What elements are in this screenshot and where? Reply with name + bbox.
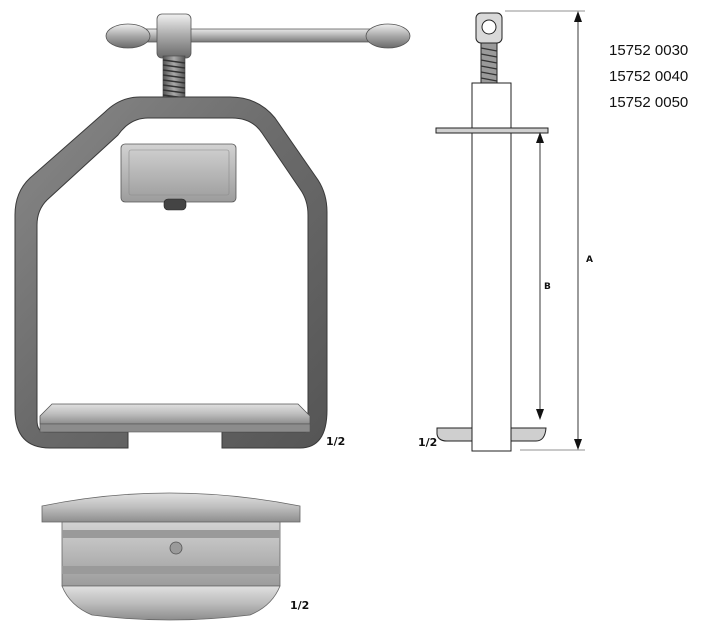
front-view-scale-label: 1/2 (326, 435, 345, 448)
block-pin (163, 198, 187, 211)
side-column (471, 82, 512, 452)
part-number-3: 15752 0050 (609, 94, 688, 111)
clamp-side-view (435, 10, 585, 452)
handle-hub (156, 13, 192, 59)
clamp-front-view: 1/2 (14, 13, 411, 449)
right-handle-knob (365, 23, 411, 49)
part-number-list: 15752 0030 15752 0040 15752 0050 (609, 42, 688, 111)
side-view-scale-label: 1/2 (418, 436, 437, 449)
side-right-foot (510, 427, 547, 442)
dimension-a (505, 10, 585, 451)
part-number-2: 15752 0040 (609, 68, 688, 85)
side-top-plate (435, 127, 549, 134)
plate-bottom-edge (61, 585, 281, 621)
pressure-block (120, 143, 237, 211)
t-handle (105, 13, 411, 59)
dimension-a-label: A (586, 255, 593, 265)
threaded-screw (162, 55, 186, 101)
side-handle-hole (481, 19, 497, 35)
part-number-1: 15752 0030 (609, 42, 688, 59)
base-plate (39, 403, 311, 433)
clamp-plate-view: 1/2 (41, 492, 309, 621)
side-left-foot (436, 427, 473, 442)
dimension-b-label: B (544, 282, 551, 292)
left-handle-knob (105, 23, 151, 49)
clamp-frame (14, 96, 328, 449)
dimension-b (536, 132, 544, 420)
plate-screw-hole (169, 541, 183, 555)
plate-view-scale-label: 1/2 (290, 599, 309, 612)
plate-top-edge (41, 492, 301, 523)
